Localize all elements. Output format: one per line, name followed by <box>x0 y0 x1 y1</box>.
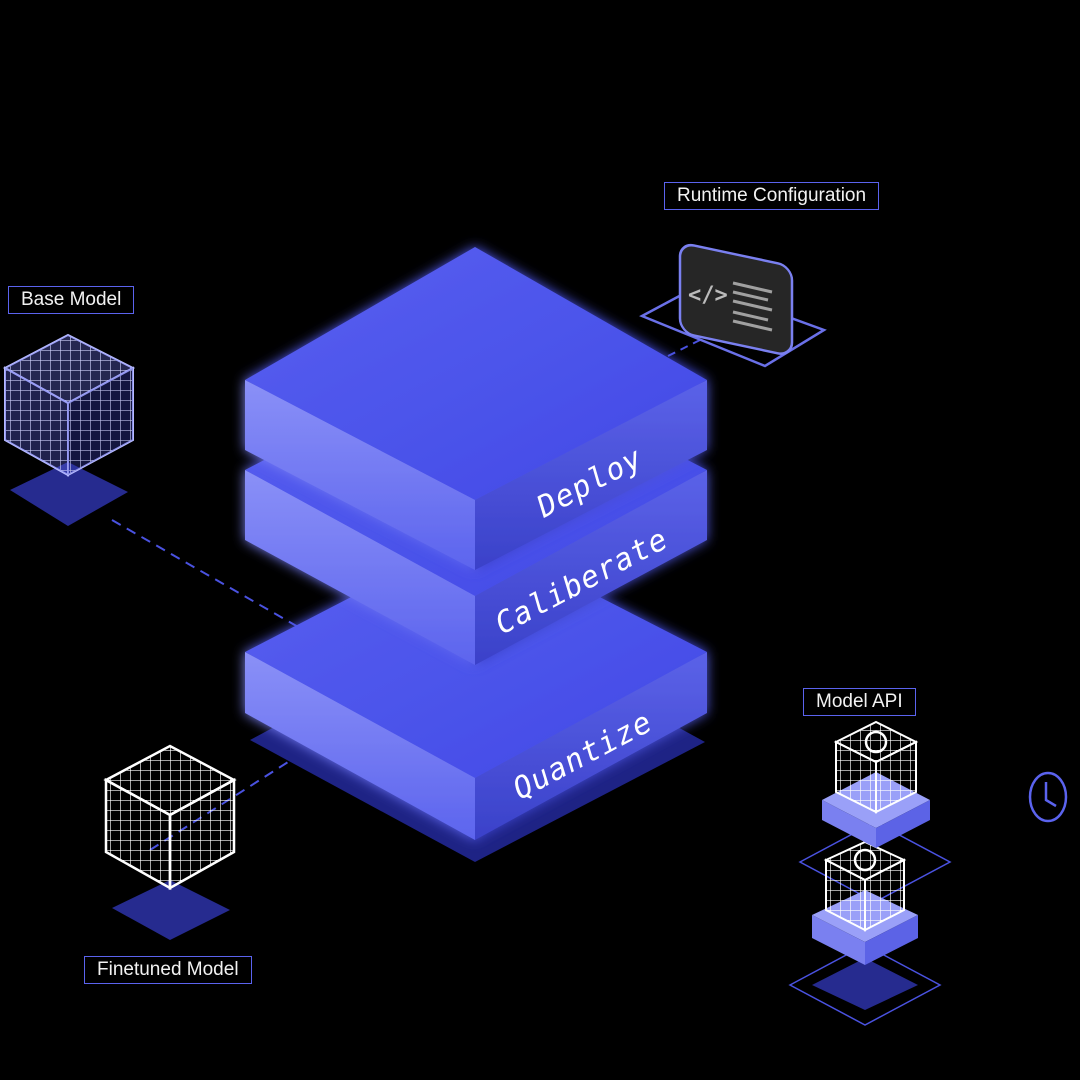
layer-deploy[interactable] <box>245 247 707 570</box>
svg-text:</>: </> <box>688 283 728 308</box>
base-model-icon[interactable] <box>2 333 136 526</box>
clock-icon[interactable] <box>1028 771 1068 823</box>
model-api-label: Model API <box>803 688 916 716</box>
runtime-config-label: Runtime Configuration <box>664 182 880 210</box>
finetuned-model-icon[interactable] <box>103 744 237 940</box>
finetuned-model-label: Finetuned Model <box>84 956 252 984</box>
base-model-label: Base Model <box>8 286 135 314</box>
model-api-icon[interactable] <box>788 720 952 1026</box>
runtime-config-icon[interactable]: </> <box>639 243 827 368</box>
